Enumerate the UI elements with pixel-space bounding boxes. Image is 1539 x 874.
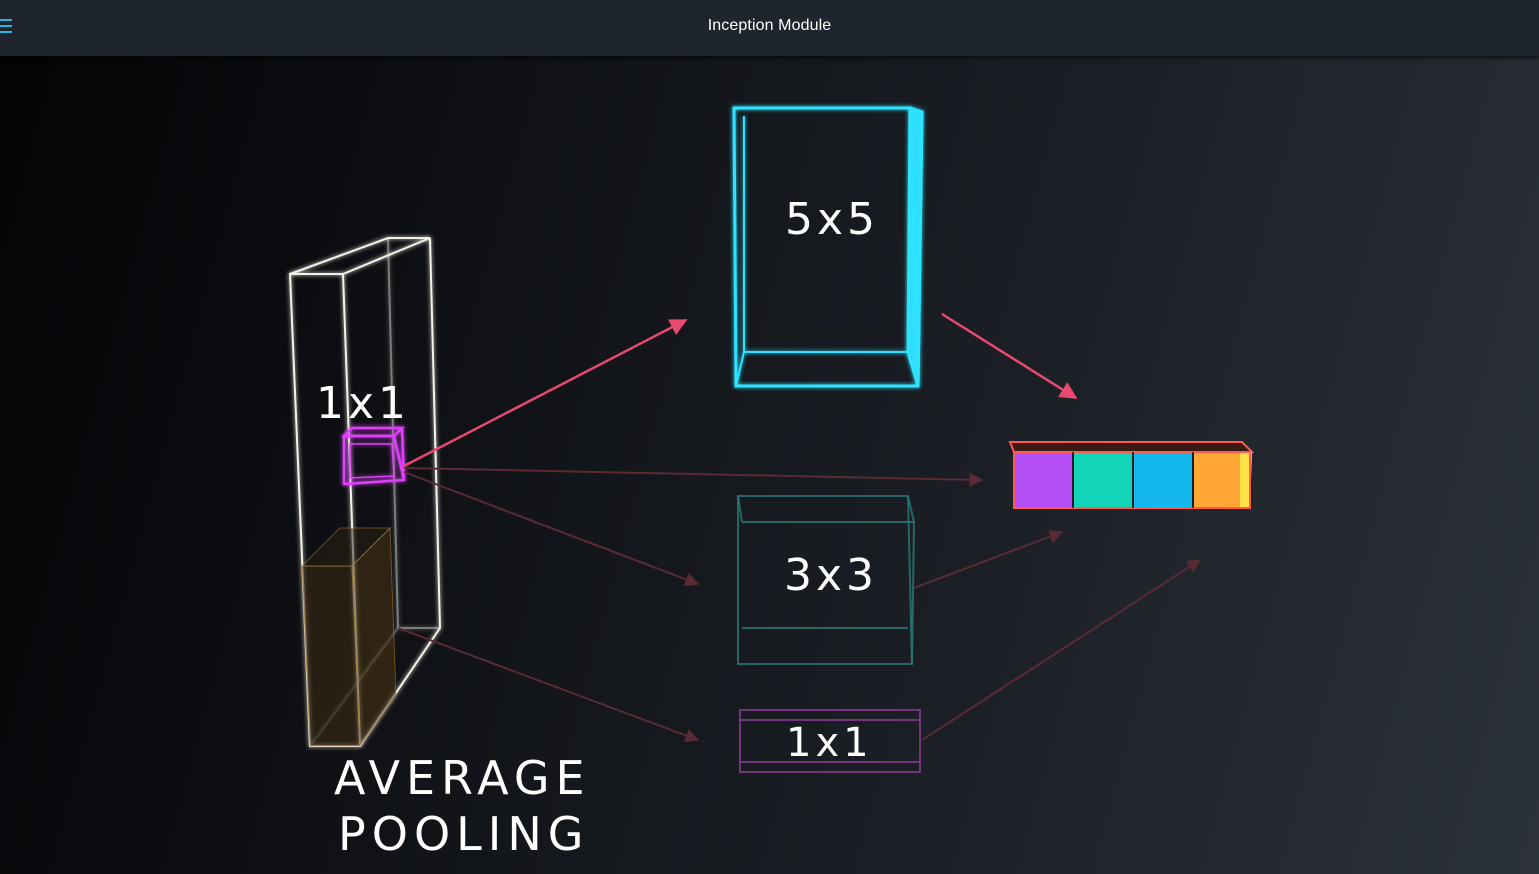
output-segment-5x5 [1014,452,1072,508]
conv-1x1-block [739,709,921,773]
average-label: AVERAGE [334,751,591,805]
arrow-to-1x1 [397,627,700,743]
arrow-5x5-to-output [941,312,1078,400]
inception-module-illustration: 1x1 5x5 [288,106,1255,861]
conv-1x1-label: 1x1 [786,720,873,766]
arrow-to-3x3 [403,471,700,587]
output-segment-1x1 [1134,452,1192,508]
pooling-label: POOLING [338,807,589,861]
output-segment-pool [1194,452,1240,508]
top-bar: Inception Module [0,0,1539,56]
pooling-window [300,526,397,748]
arrow-to-output-direct [403,467,984,487]
output-segment-3x3 [1074,452,1132,508]
kernel-1x1-cube [340,426,406,486]
conv-5x5-label: 5x5 [785,194,879,245]
branch-arrows [397,312,1202,743]
conv-3x3-block [737,495,915,665]
hamburger-menu-icon [0,19,12,33]
conv-3x3-label: 3x3 [784,550,878,601]
page-title: Inception Module [707,17,832,34]
arrow-1x1-to-output [921,559,1202,741]
hamburger-menu-button[interactable] [0,14,22,40]
arrow-to-5x5 [403,318,688,468]
arrow-3x3-to-output [913,529,1064,589]
video-frame[interactable]: 1x1 5x5 [0,56,1539,874]
conv-5x5-block [732,106,924,388]
output-concat-block [1008,441,1255,509]
input-kernel-label: 1x1 [316,378,410,429]
